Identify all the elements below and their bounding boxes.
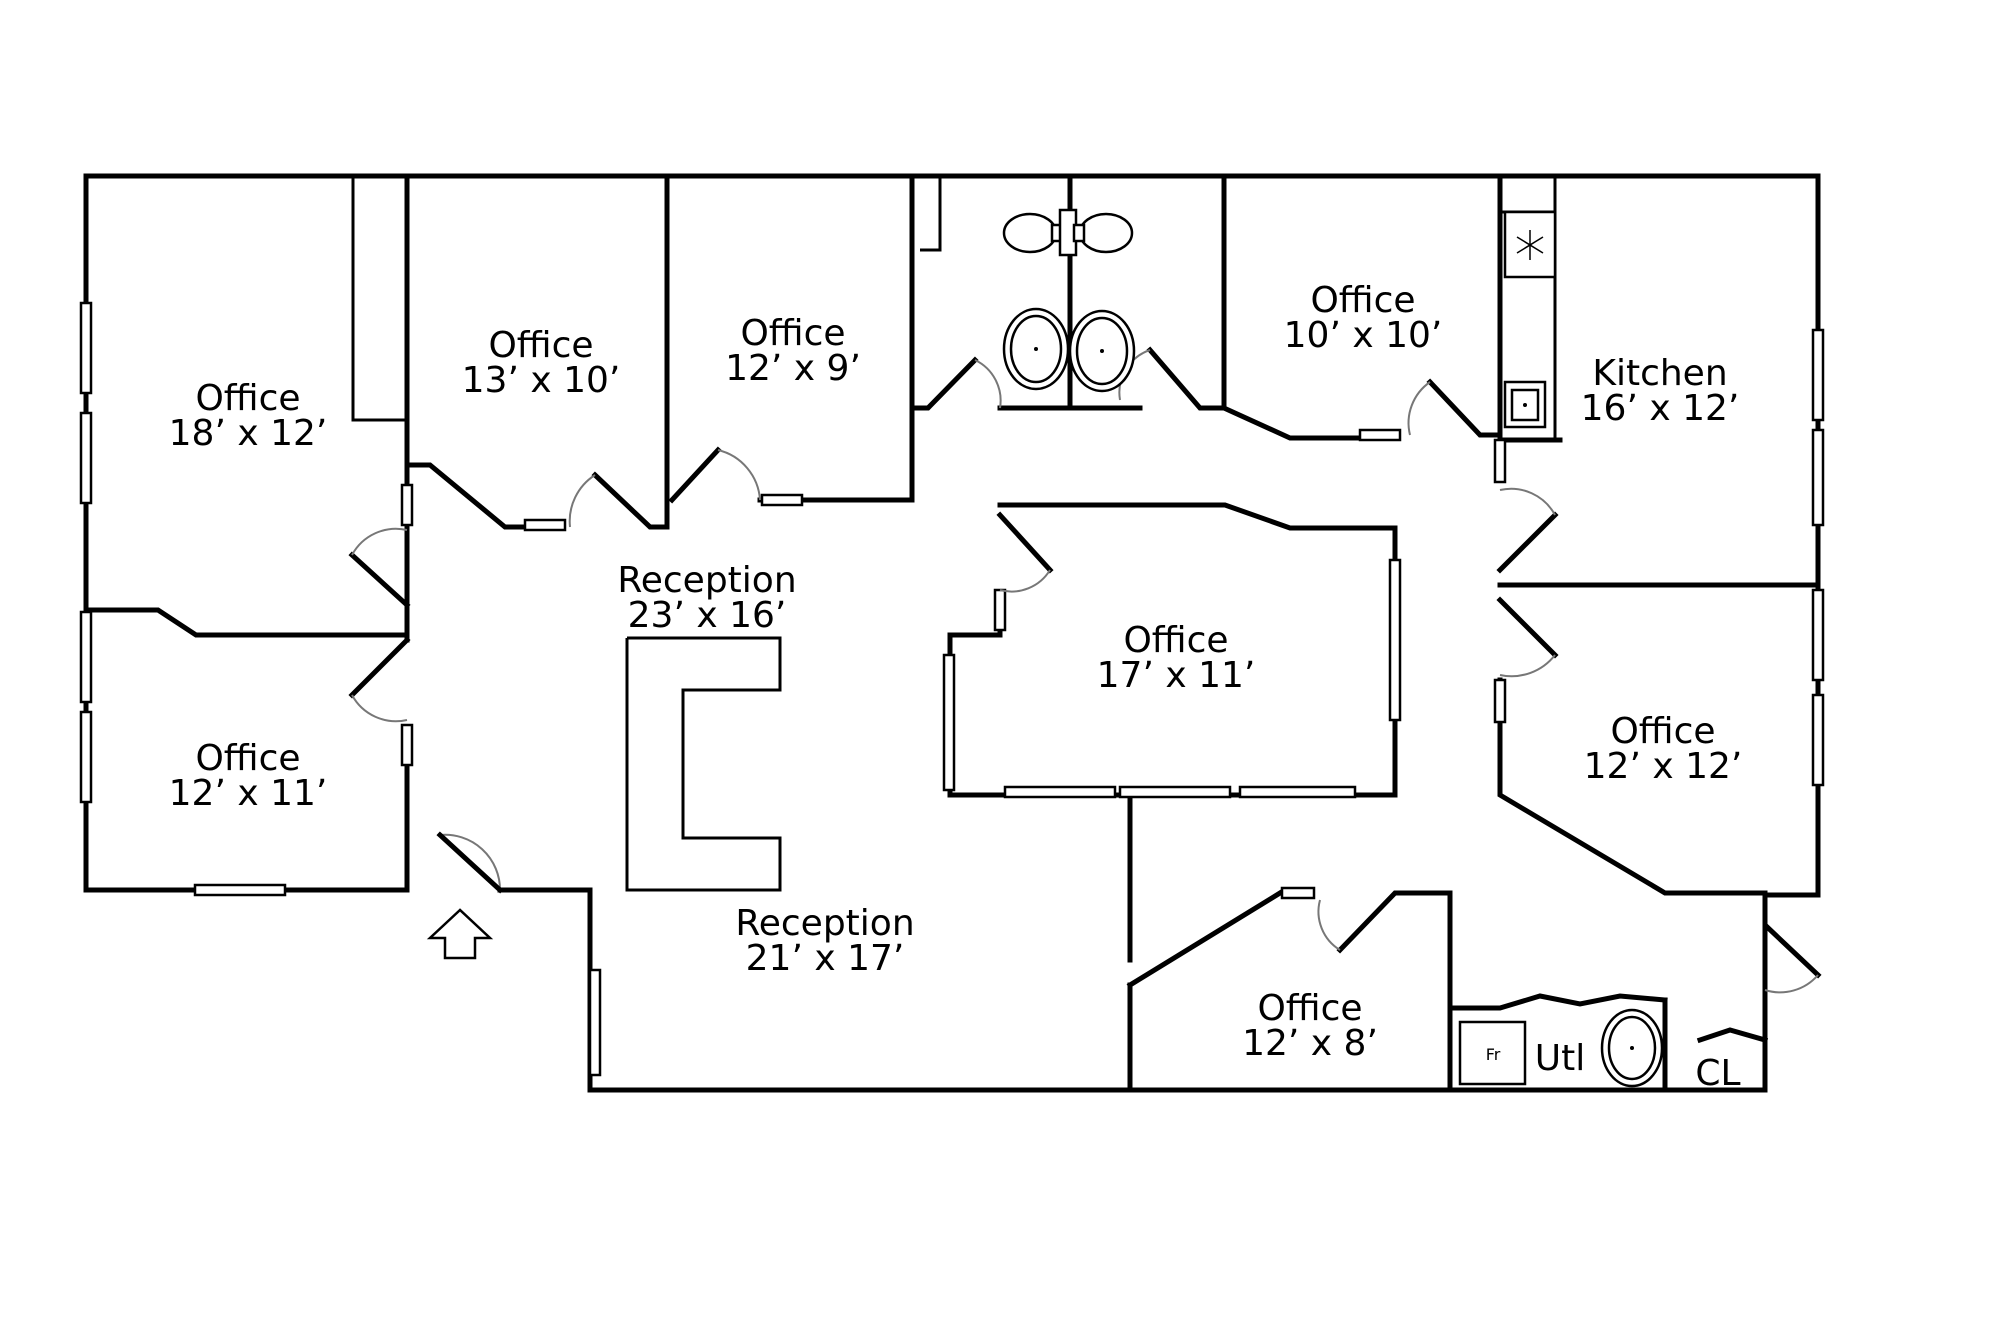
- entry-arrow-icon: [426, 908, 494, 960]
- room-size: 13’ x 10’: [462, 360, 621, 401]
- room-size: 21’ x 17’: [746, 938, 905, 979]
- room-size: 12’ x 12’: [1584, 746, 1743, 787]
- room-name: Office: [1310, 280, 1415, 321]
- room-size: 16’ x 12’: [1581, 388, 1740, 429]
- utility-label: Utl: [1535, 1038, 1585, 1079]
- room-size: 18’ x 12’: [169, 413, 328, 454]
- room-name: Office: [195, 378, 300, 419]
- room-size: 12’ x 8’: [1242, 1023, 1378, 1064]
- windows: [79, 301, 1825, 1077]
- water-heater-icon: [1600, 1008, 1664, 1088]
- interior-walls: [83, 173, 1822, 1093]
- room-size: 10’ x 10’: [1284, 315, 1443, 356]
- room-name: Reception: [617, 560, 796, 601]
- room-size: 23’ x 16’: [628, 595, 787, 636]
- furnace-icon: Fr: [1458, 1020, 1527, 1086]
- room-name: Reception: [735, 903, 914, 944]
- sink-icon: [1002, 307, 1136, 393]
- toilet-icon: [1002, 208, 1134, 257]
- room-name: Office: [1257, 988, 1362, 1029]
- furnace-label: Fr: [1486, 1045, 1501, 1064]
- snowflake-icon: [1503, 210, 1557, 279]
- closet-label: CL: [1695, 1053, 1740, 1094]
- room-name: Office: [740, 313, 845, 354]
- room-name: Office: [488, 325, 593, 366]
- kitchen-sink-icon: [1503, 380, 1547, 429]
- reception-counter: [625, 636, 782, 892]
- room-size: 12’ x 9’: [725, 348, 861, 389]
- room-name: Office: [1123, 620, 1228, 661]
- room-size: 12’ x 11’: [169, 773, 328, 814]
- room-name: Kitchen: [1592, 353, 1727, 394]
- room-name: Office: [195, 738, 300, 779]
- room-labels: Office 18’ x 12’ Office 13’ x 10’ Office…: [169, 280, 1743, 1094]
- door-swings: [351, 349, 1819, 994]
- room-name: Office: [1610, 711, 1715, 752]
- room-size: 17’ x 11’: [1097, 655, 1256, 696]
